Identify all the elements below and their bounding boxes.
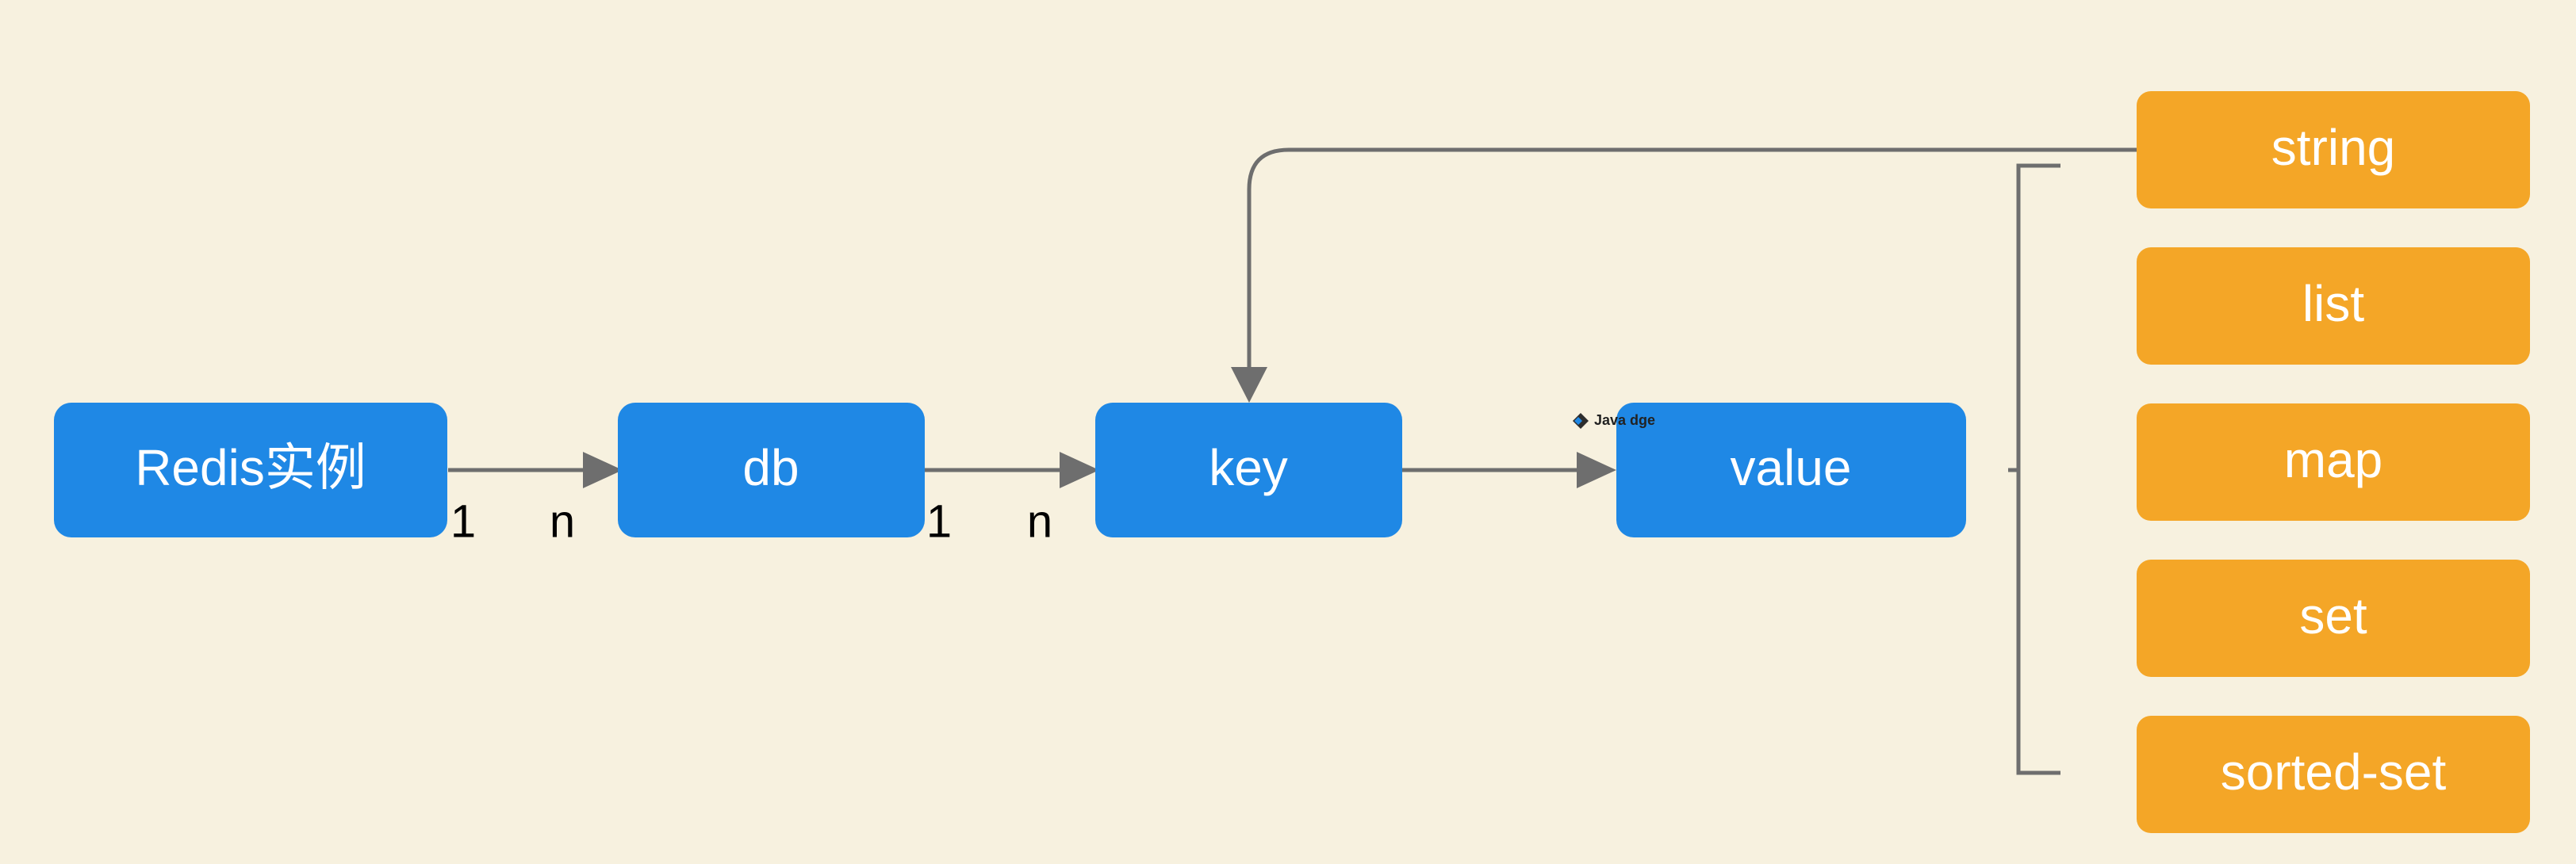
node-redis-instance-label: Redis实例 bbox=[135, 439, 366, 496]
node-string-label: string bbox=[2271, 119, 2396, 176]
node-db[interactable]: db bbox=[618, 403, 925, 537]
db-key-to-multiplicity: n bbox=[1027, 495, 1052, 547]
node-redis-instance[interactable]: Redis实例 bbox=[54, 403, 447, 537]
watermark-text: Java dge bbox=[1594, 412, 1655, 428]
node-string[interactable]: string bbox=[2137, 91, 2530, 208]
node-db-box bbox=[618, 403, 925, 537]
edge-key-to-value-arrowhead bbox=[1577, 452, 1616, 488]
node-set-box bbox=[2137, 560, 2530, 677]
node-list-label: list bbox=[2302, 275, 2364, 332]
edge-string-to-key-arrowhead bbox=[1231, 367, 1267, 403]
node-string-box bbox=[2137, 91, 2530, 208]
node-sorted-set-label: sorted-set bbox=[2221, 744, 2447, 801]
node-set[interactable]: set bbox=[2137, 560, 2530, 677]
node-value[interactable]: value bbox=[1616, 403, 1966, 537]
node-list[interactable]: list bbox=[2137, 247, 2530, 365]
node-db-label: db bbox=[742, 439, 799, 496]
node-map-label: map bbox=[2284, 431, 2383, 488]
watermark: Java dge bbox=[1573, 412, 1655, 429]
node-map[interactable]: map bbox=[2137, 403, 2530, 521]
node-key-label: key bbox=[1209, 439, 1288, 496]
node-set-label: set bbox=[2299, 587, 2367, 644]
edge-string-to-key bbox=[1247, 147, 2137, 367]
type-group-bracket bbox=[2016, 163, 2060, 775]
node-key-box bbox=[1095, 403, 1402, 537]
node-sorted-set-box bbox=[2137, 716, 2530, 833]
node-sorted-set[interactable]: sorted-set bbox=[2137, 716, 2530, 833]
node-value-label: value bbox=[1731, 439, 1852, 496]
redis-db-to-multiplicity: n bbox=[550, 495, 575, 547]
node-map-box bbox=[2137, 403, 2530, 521]
node-key[interactable]: key bbox=[1095, 403, 1402, 537]
edge-db-to-key-arrowhead bbox=[1060, 452, 1099, 488]
edge-redis-to-db-arrowhead bbox=[583, 452, 623, 488]
redis-db-from-multiplicity: 1 bbox=[450, 495, 476, 547]
db-key-from-multiplicity: 1 bbox=[926, 495, 952, 547]
node-value-box bbox=[1616, 403, 1966, 537]
node-redis-instance-box bbox=[54, 403, 447, 537]
watermark-icon bbox=[1573, 413, 1589, 429]
node-list-box bbox=[2137, 247, 2530, 365]
